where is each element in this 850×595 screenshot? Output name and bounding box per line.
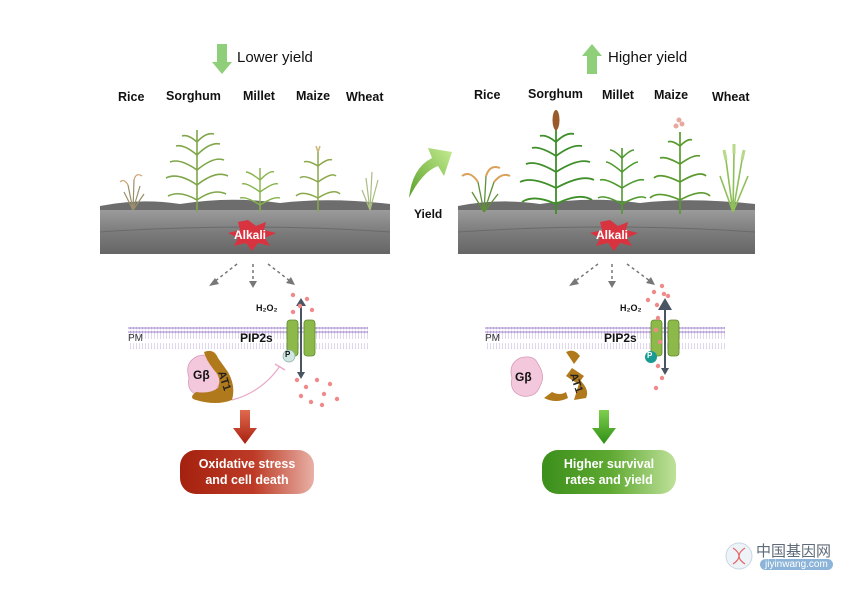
left-wheat-plant	[361, 171, 379, 211]
watermark-chinese-text: 中国基因网	[756, 543, 832, 560]
left-signal-arrows	[213, 263, 291, 283]
right-alkali-label: Alkali	[596, 228, 629, 242]
right-pip2-channel	[650, 298, 680, 375]
left-h2o2-dots	[290, 292, 340, 408]
left-yield-label: Lower yield	[237, 49, 313, 66]
watermark-logo-icon	[725, 542, 753, 570]
right-alkali-burst	[590, 220, 638, 251]
left-phospho-label: P	[285, 350, 291, 359]
right-outcome-line1: Higher survival	[563, 457, 655, 471]
right-g-beta-protein	[510, 356, 543, 397]
left-at1-protein	[192, 350, 234, 403]
watermark-url-text: jiyinwang.com	[760, 559, 833, 570]
right-millet-plant	[597, 148, 647, 214]
right-crop-maize: Maize	[654, 88, 689, 102]
right-at1-protein	[544, 350, 588, 401]
higher-yield-arrow-icon	[582, 44, 602, 74]
right-crop-wheat: Wheat	[712, 90, 750, 104]
right-outcome-box: Higher survival rates and yield	[542, 450, 676, 494]
right-phospho-badge	[645, 351, 657, 363]
right-h2o2-label: H₂O₂	[620, 303, 642, 313]
left-h2o2-label: H₂O₂	[256, 303, 278, 313]
left-sorghum-plant	[165, 130, 229, 212]
right-sorghum-plant	[519, 126, 595, 214]
left-millet-plant	[239, 168, 281, 212]
left-maize-plant	[295, 145, 341, 212]
right-crop-sorghum: Sorghum	[528, 87, 583, 101]
right-yield-label: Higher yield	[608, 49, 688, 66]
left-pip2-channel	[286, 298, 316, 379]
center-yield-label: Yield	[414, 207, 443, 221]
left-rice-plant	[119, 174, 145, 211]
left-crop-wheat: Wheat	[346, 90, 384, 104]
right-crop-rice: Rice	[474, 88, 501, 102]
left-outcome-line1: Oxidative stress	[198, 457, 296, 471]
right-down-outcome-arrow	[592, 410, 616, 444]
lower-yield-arrow-icon	[212, 44, 232, 74]
left-phospho-badge	[282, 349, 296, 363]
right-membrane-label: PM	[485, 333, 500, 344]
left-crop-sorghum: Sorghum	[166, 89, 221, 103]
left-down-outcome-arrow	[233, 410, 257, 444]
right-maize-plant	[649, 132, 711, 214]
left-outcome-line2: and cell death	[205, 473, 289, 487]
right-outcome-line2: rates and yield	[565, 473, 653, 487]
right-crop-millet: Millet	[602, 88, 634, 102]
right-maize-tassel	[673, 117, 685, 129]
right-h2o2-dots	[645, 283, 671, 391]
left-g-beta-label: Gβ	[193, 368, 210, 382]
left-membrane-label: PM	[128, 333, 143, 344]
left-alkali-label: Alkali	[234, 228, 267, 242]
left-crop-rice: Rice	[118, 90, 145, 104]
left-alkali-burst	[228, 220, 276, 251]
right-phospho-label: P	[647, 351, 653, 360]
left-inhibition-line	[231, 365, 281, 401]
center-yield-arrow	[409, 148, 452, 198]
left-crop-millet: Millet	[243, 89, 275, 103]
left-outcome-box: Oxidative stress and cell death	[180, 450, 314, 494]
right-g-beta-label: Gβ	[515, 370, 532, 384]
right-wheat-plant	[719, 144, 749, 213]
left-panel	[99, 44, 391, 444]
right-channel-label: PIP2s	[604, 331, 637, 345]
left-channel-label: PIP2s	[240, 331, 273, 345]
right-signal-arrows	[573, 263, 651, 283]
right-rice-plant	[461, 166, 511, 213]
right-panel	[457, 44, 756, 444]
right-sorghum-head	[552, 110, 560, 130]
left-crop-maize: Maize	[296, 89, 331, 103]
